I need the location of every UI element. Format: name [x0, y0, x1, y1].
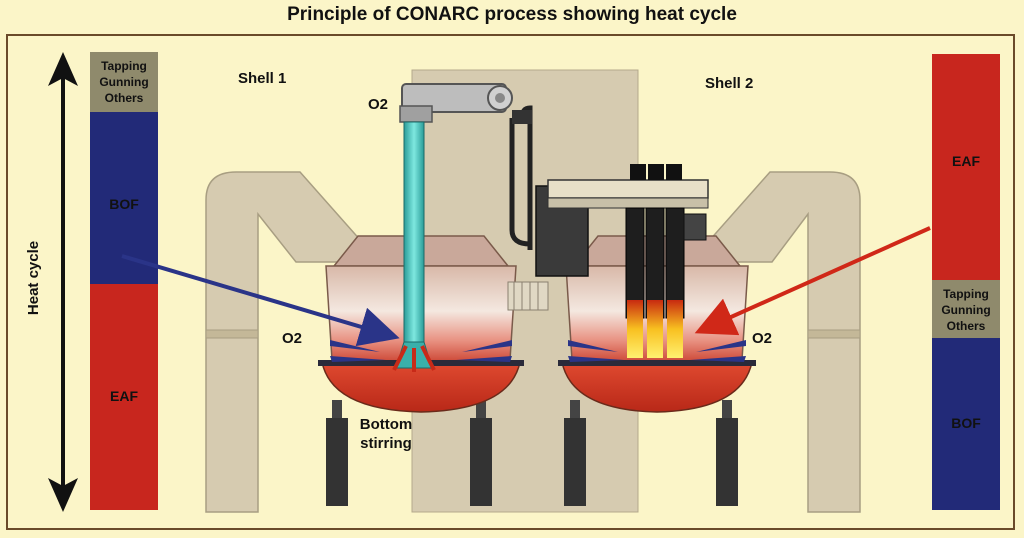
left-bar-bof-label: BOF	[109, 196, 139, 212]
bof-to-shell-1-arrow	[121, 254, 400, 347]
right-bar-bof-segment	[932, 338, 1000, 510]
right-bar-tapping-line2: Gunning	[941, 303, 990, 317]
diagram-frame	[6, 34, 1015, 530]
o2-left-label: O2	[282, 330, 302, 347]
left-bar-tapping-segment	[90, 52, 158, 112]
shell-1-label: Shell 1	[238, 70, 286, 87]
o2-right-label: O2	[752, 330, 772, 347]
bottom-stirring-label-line2: stirring	[360, 435, 412, 452]
left-bar-eaf-label: EAF	[110, 388, 138, 404]
right-fume-duct	[707, 171, 861, 513]
left-cycle-bar: Tapping Gunning Others BOF EAF	[90, 52, 158, 510]
right-bar-tapping-line3: Others	[947, 319, 986, 333]
page-title: Principle of CONARC process showing heat…	[287, 4, 737, 25]
left-bar-tapping-line1: Tapping	[101, 59, 147, 73]
eaf-to-shell-2-arrow	[694, 226, 931, 336]
bottom-stirring-label-line1: Bottom	[360, 416, 413, 433]
side-o2-jets	[330, 340, 746, 362]
left-vessel-legs	[326, 400, 492, 506]
right-bar-bof-label: BOF	[951, 415, 981, 431]
left-fume-duct	[205, 171, 363, 513]
o2-lance-label: O2	[368, 96, 388, 113]
arrow-up-icon	[48, 52, 78, 86]
right-bar-tapping-line1: Tapping	[943, 287, 989, 301]
left-bar-tapping-line2: Gunning	[99, 75, 148, 89]
right-bar-eaf-label: EAF	[952, 153, 980, 169]
right-bar-tapping-segment	[932, 280, 1000, 338]
left-bar-eaf-segment	[90, 284, 158, 510]
electrode-assembly	[509, 105, 709, 358]
heat-cycle-axis: Heat cycle	[25, 52, 78, 512]
right-cycle-bar: EAF Tapping Gunning Others BOF	[932, 54, 1000, 510]
oxygen-lance	[392, 83, 513, 372]
arrow-down-icon	[48, 478, 78, 512]
right-vessel-legs	[564, 400, 738, 506]
shell-2-label: Shell 2	[705, 75, 753, 92]
center-connector	[507, 281, 549, 311]
left-bar-tapping-line3: Others	[105, 91, 144, 105]
heat-cycle-label: Heat cycle	[25, 241, 42, 315]
right-bar-eaf-segment	[932, 54, 1000, 280]
